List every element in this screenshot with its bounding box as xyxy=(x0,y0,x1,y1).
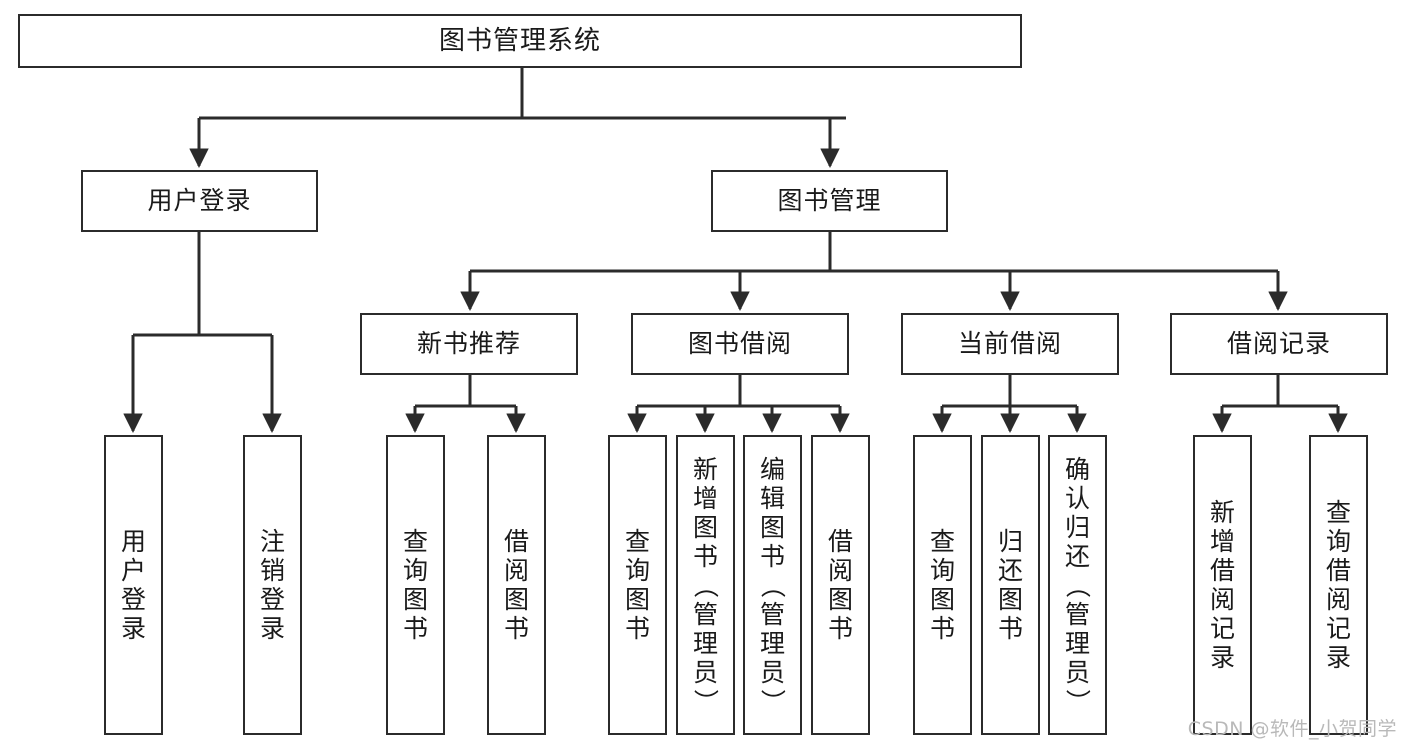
node-borrow-record[interactable]: 借阅记录 xyxy=(1170,313,1388,375)
node-label-vertical: 新增借阅记录 xyxy=(1209,498,1235,672)
node-label: 新书推荐 xyxy=(416,329,521,359)
node-leaf-logout-login[interactable]: 注销登录 xyxy=(243,435,302,735)
node-label-vertical: 归还图书 xyxy=(997,527,1023,643)
node-current-borrow[interactable]: 当前借阅 xyxy=(901,313,1119,375)
node-book-manage[interactable]: 图书管理 xyxy=(711,170,948,232)
node-label-vertical: 新增图书（管理员） xyxy=(691,454,720,714)
node-leaf-edit-book[interactable]: 编辑图书（管理员） xyxy=(743,435,802,735)
node-label: 借阅记录 xyxy=(1226,329,1331,359)
node-book-borrow[interactable]: 图书借阅 xyxy=(631,313,849,375)
node-label: 用户登录 xyxy=(147,186,252,216)
node-label-vertical: 查询图书 xyxy=(624,527,650,643)
node-leaf-confirm-return[interactable]: 确认归还（管理员） xyxy=(1048,435,1107,735)
node-label: 当前借阅 xyxy=(957,329,1062,359)
node-label: 图书管理 xyxy=(777,186,882,216)
node-label: 图书管理系统 xyxy=(438,25,601,56)
node-new-book-recommend[interactable]: 新书推荐 xyxy=(360,313,578,375)
node-leaf-return-book[interactable]: 归还图书 xyxy=(981,435,1040,735)
node-leaf-borrow-book-2[interactable]: 借阅图书 xyxy=(811,435,870,735)
node-label-vertical: 编辑图书（管理员） xyxy=(758,454,787,714)
node-label-vertical: 注销登录 xyxy=(259,527,285,643)
node-leaf-query-record[interactable]: 查询借阅记录 xyxy=(1309,435,1368,735)
node-leaf-add-record[interactable]: 新增借阅记录 xyxy=(1193,435,1252,735)
node-label-vertical: 借阅图书 xyxy=(827,527,853,643)
node-label: 图书借阅 xyxy=(687,329,792,359)
node-label-vertical: 借阅图书 xyxy=(503,527,529,643)
node-leaf-query-book-1[interactable]: 查询图书 xyxy=(386,435,445,735)
node-label-vertical: 查询借阅记录 xyxy=(1325,498,1351,672)
node-label-vertical: 查询图书 xyxy=(929,527,955,643)
node-leaf-user-login[interactable]: 用户登录 xyxy=(104,435,163,735)
node-leaf-borrow-book-1[interactable]: 借阅图书 xyxy=(487,435,546,735)
node-leaf-add-book[interactable]: 新增图书（管理员） xyxy=(676,435,735,735)
node-label-vertical: 用户登录 xyxy=(120,527,146,643)
node-leaf-query-book-3[interactable]: 查询图书 xyxy=(913,435,972,735)
node-label-vertical: 查询图书 xyxy=(402,527,428,643)
node-user-login[interactable]: 用户登录 xyxy=(81,170,318,232)
node-leaf-query-book-2[interactable]: 查询图书 xyxy=(608,435,667,735)
node-label-vertical: 确认归还（管理员） xyxy=(1063,454,1092,714)
watermark-text: CSDN @软件_小贺同学 xyxy=(1187,718,1397,740)
node-root-system[interactable]: 图书管理系统 xyxy=(18,14,1022,68)
